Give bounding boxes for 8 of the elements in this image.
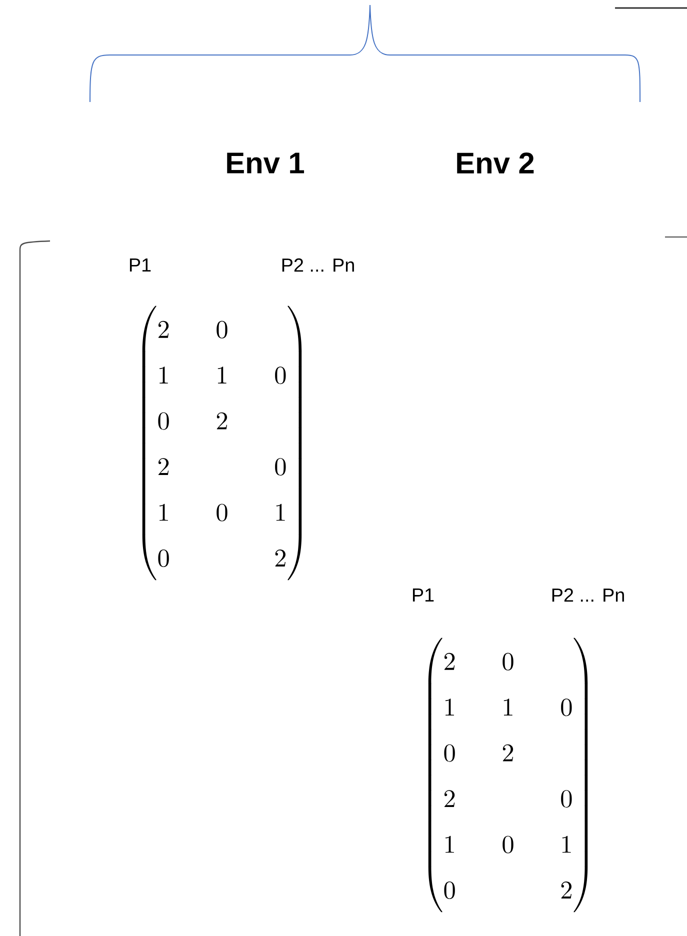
matrix: $\begin{pmatrix}2&0&\\1&1&0\\0&2&\\2&&0\\1&0&1\\0&&2\end{pmatrix}$ — [428, 638, 588, 912]
column-header: P2 ... Pn — [552, 588, 624, 602]
column-header: P1 — [130, 258, 151, 272]
column-header: P1 — [412, 588, 434, 602]
heading: Env 1 — [227, 152, 304, 174]
column-header: P2 ... Pn — [282, 258, 354, 272]
matrix: $\begin{pmatrix}2&0&\\1&1&0\\0&2&\\2&&0\\1&0&1\\0&&2\end{pmatrix}$ — [142, 306, 302, 580]
heading: Env 2 — [457, 152, 534, 174]
